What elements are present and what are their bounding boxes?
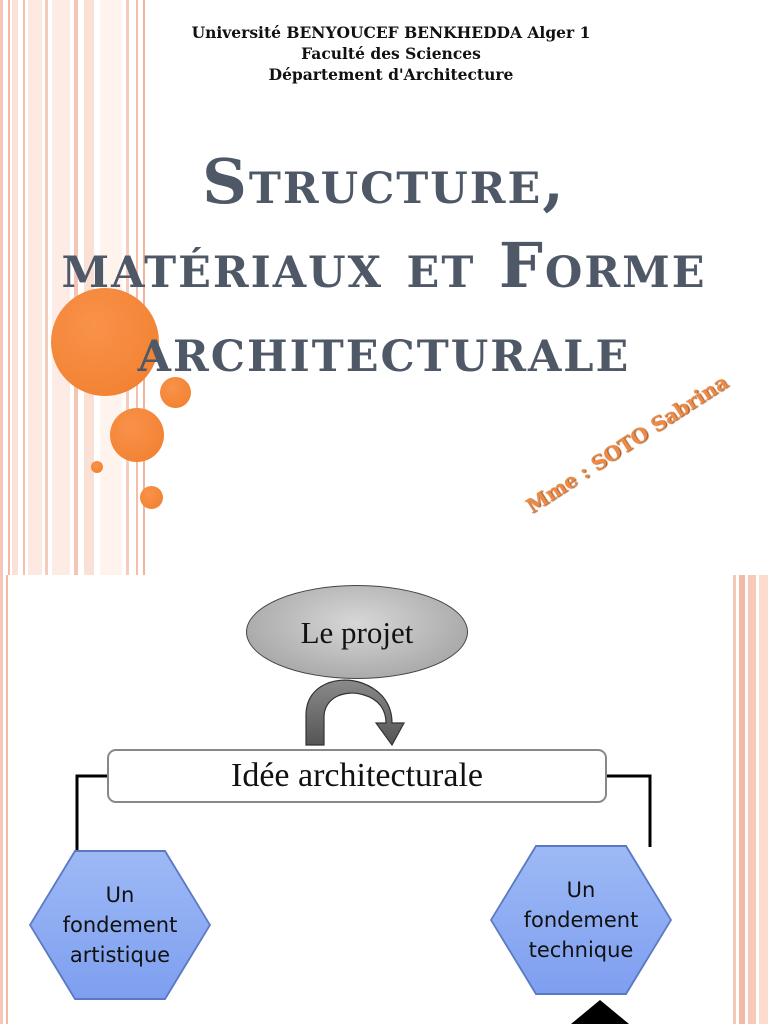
connector-line-left [75, 774, 107, 855]
decorative-stripe [23, 0, 25, 575]
decorative-stripe [733, 575, 736, 1024]
triangle-shape [571, 1000, 629, 1024]
node-le-projet-label: Le projet [300, 614, 414, 650]
diagram-slide: Le projet Idée architecturale Un fondeme… [0, 575, 768, 1024]
faculty-name: Faculté des Sciences [301, 44, 481, 63]
decorative-stripe [748, 575, 756, 1024]
node-fondement-artistique-label: Un fondement artistique [62, 883, 178, 967]
node-idee-architecturale: Idée architecturale [107, 749, 607, 803]
curved-arrow-icon [305, 679, 406, 747]
node-fondement-technique: Un fondement technique [492, 847, 670, 993]
decorative-stripe [126, 0, 129, 575]
decorative-circle [160, 377, 191, 408]
decorative-stripe [136, 0, 138, 575]
decorative-stripe [0, 575, 3, 1024]
decorative-stripe [12, 0, 18, 575]
decorative-circle-large [51, 288, 159, 396]
title-slide: Université BENYOUCEF BENKHEDDA Alger 1 F… [0, 0, 768, 575]
connector-line-right [607, 774, 652, 847]
decorative-stripe [739, 575, 745, 1024]
university-name: Université BENYOUCEF BENKHEDDA Alger 1 [191, 23, 591, 42]
node-le-projet: Le projet [246, 585, 468, 679]
node-fondement-technique-label: Un fondement technique [523, 878, 639, 962]
decorative-stripe [6, 575, 8, 1024]
decorative-stripe [759, 575, 768, 1024]
institution-header: Université BENYOUCEF BENKHEDDA Alger 1 F… [0, 22, 768, 85]
decorative-stripe [28, 0, 42, 575]
decorative-stripe [84, 0, 94, 575]
diagram-connectors [75, 679, 652, 1024]
decorative-circle [91, 461, 103, 473]
decorative-stripe [45, 0, 48, 575]
decorative-circle [140, 486, 163, 509]
department-name: Département d'Architecture [268, 65, 514, 84]
title-line-3: architecturale [137, 313, 631, 386]
title-line-1: Structure, [202, 145, 566, 218]
decorative-stripe [8, 0, 10, 575]
decorative-circle [110, 408, 164, 462]
decorative-stripe [143, 0, 145, 575]
decorative-stripe [0, 0, 3, 575]
decorative-stripe [74, 0, 78, 575]
title-line-2: matériaux et Forme [61, 229, 707, 302]
slide-title: Structure, matériaux et Forme architectu… [0, 140, 768, 392]
decorative-stripe [52, 0, 70, 575]
